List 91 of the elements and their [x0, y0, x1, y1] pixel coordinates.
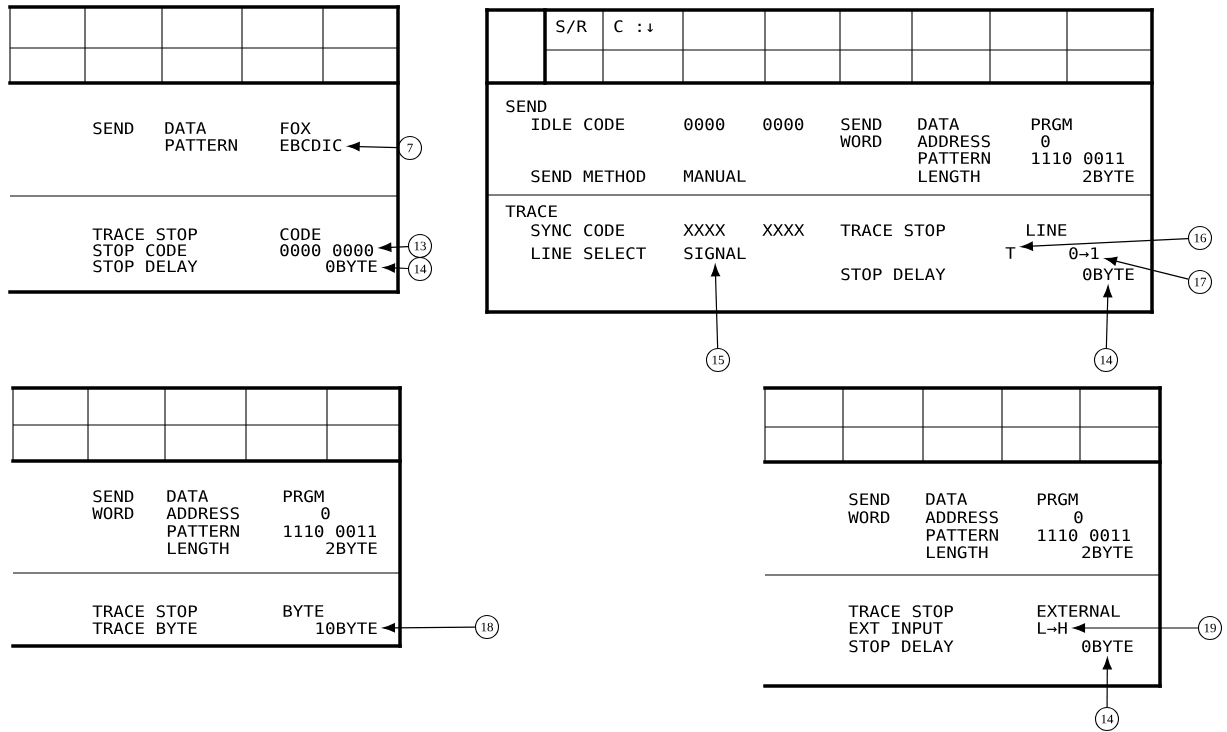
screen-text: SEND METHOD	[531, 170, 646, 183]
screen-text: STOP DELAY	[93, 260, 198, 273]
leader-line	[1073, 623, 1199, 633]
screen-text: DATA	[167, 490, 209, 502]
callout-number: 7	[397, 135, 423, 161]
screen-text: 0000	[763, 118, 804, 131]
screen-value: 0BYTE	[326, 260, 377, 273]
screen-value: L→H	[1038, 622, 1067, 634]
leader-line	[710, 264, 721, 349]
screen-text: PRGM	[283, 490, 324, 503]
callout-number: 17	[1187, 269, 1213, 295]
screen-text: SEND	[849, 493, 890, 506]
screen-value: 0000 0000	[280, 244, 374, 257]
leader-line	[1103, 285, 1113, 349]
callout-number: 14	[1094, 706, 1120, 732]
screen-value: EBCDIC	[280, 139, 342, 152]
leader-line	[347, 142, 399, 152]
screen-text: LENGTH	[927, 546, 988, 559]
callout-number: 16	[1187, 225, 1213, 251]
screen-text: ADDRESS	[917, 135, 990, 148]
screen-text: 1110 0011	[284, 525, 376, 538]
screen-text: TRACE STOP	[848, 605, 953, 618]
screen-text: TRACE STOP	[92, 605, 197, 618]
screen-text: 1110 0011	[1032, 152, 1124, 165]
leader-line	[1102, 657, 1112, 708]
screen-text: SEND	[506, 100, 547, 113]
screen-text: XXXX	[762, 224, 805, 236]
screen-text: 0	[1074, 511, 1083, 524]
screen-text: LENGTH	[919, 170, 980, 183]
screen-text: PATTERN	[165, 139, 237, 151]
callout-number: 14	[407, 256, 433, 282]
callout-number: 15	[705, 347, 731, 373]
screen-text: WORD	[848, 511, 890, 524]
screen-text: MANUAL	[683, 170, 746, 183]
screen-text: FOX	[281, 122, 311, 135]
screen-text: SEND	[841, 118, 882, 131]
screen-text: 2BYTE	[326, 542, 377, 554]
screen-text: SEND	[93, 490, 134, 503]
screen-text: SYNC CODE	[531, 224, 625, 237]
screen-text: PRGM	[1031, 118, 1072, 131]
screen-text: EXTERNAL	[1037, 605, 1120, 617]
screen-text: XXXX	[683, 224, 726, 236]
leader-line	[383, 263, 409, 273]
screen-value: SIGNAL	[684, 247, 746, 260]
leader-line	[1104, 256, 1189, 280]
screen-text: TRACE STOP	[92, 228, 197, 241]
screen-text: LINE SELECT	[532, 247, 646, 260]
callout-number: 13	[407, 233, 433, 259]
screen-text: 0000	[684, 118, 725, 131]
screen-text: PRGM	[1037, 493, 1078, 506]
screen-text: ADDRESS	[166, 507, 239, 520]
screen-text: 2BYTE	[1082, 546, 1133, 558]
screen-text: S/R	[556, 20, 587, 34]
screen-value: 0BYTE	[1082, 640, 1133, 653]
screen-value: 0BYTE	[1083, 268, 1134, 281]
screen-text: WORD	[840, 135, 882, 148]
screen-text: SEND	[93, 122, 134, 135]
screen-text: PATTERN	[167, 525, 239, 537]
screen-text: 0	[321, 507, 330, 520]
screen-text: CODE	[280, 228, 321, 241]
screen-text: STOP DELAY	[849, 640, 954, 653]
leader-line	[383, 623, 476, 633]
screen-text: TRACE STOP	[840, 224, 945, 237]
screen-text: LENGTH	[168, 542, 229, 555]
screen-text: 1110 0011	[1038, 529, 1130, 542]
screen-text: 0	[1041, 135, 1050, 148]
callout-number: 18	[474, 614, 500, 640]
screen-value: 10BYTE	[316, 622, 377, 635]
screen-text: LINE	[1027, 224, 1067, 236]
leader-line	[379, 242, 409, 252]
screen-text: EXT INPUT	[849, 622, 943, 635]
screen-text: DATA	[918, 118, 960, 130]
screen-text: PATTERN	[918, 152, 990, 164]
callout-number: 14	[1093, 347, 1119, 373]
screen-text: STOP DELAY	[841, 268, 946, 281]
screen-text: WORD	[92, 507, 134, 520]
leader-line	[1020, 238, 1189, 251]
screen-text: IDLE CODE	[531, 118, 625, 131]
screen-text: ADDRESS	[925, 511, 998, 524]
screen-value: 0→1	[1069, 247, 1099, 260]
screen-text: TRACE BYTE	[92, 622, 197, 635]
screen-text: 2BYTE	[1083, 170, 1134, 183]
screen-text: C :↓	[614, 20, 653, 33]
screen-text: PATTERN	[926, 529, 998, 541]
callout-number: 19	[1197, 615, 1223, 641]
screen-text: TRACE	[505, 205, 557, 218]
screen-text: BYTE	[283, 605, 324, 617]
screen-value: T	[1005, 247, 1016, 259]
screen-text: STOP CODE	[93, 244, 187, 257]
screen-text: DATA	[926, 493, 968, 505]
screen-text: DATA	[165, 122, 207, 134]
